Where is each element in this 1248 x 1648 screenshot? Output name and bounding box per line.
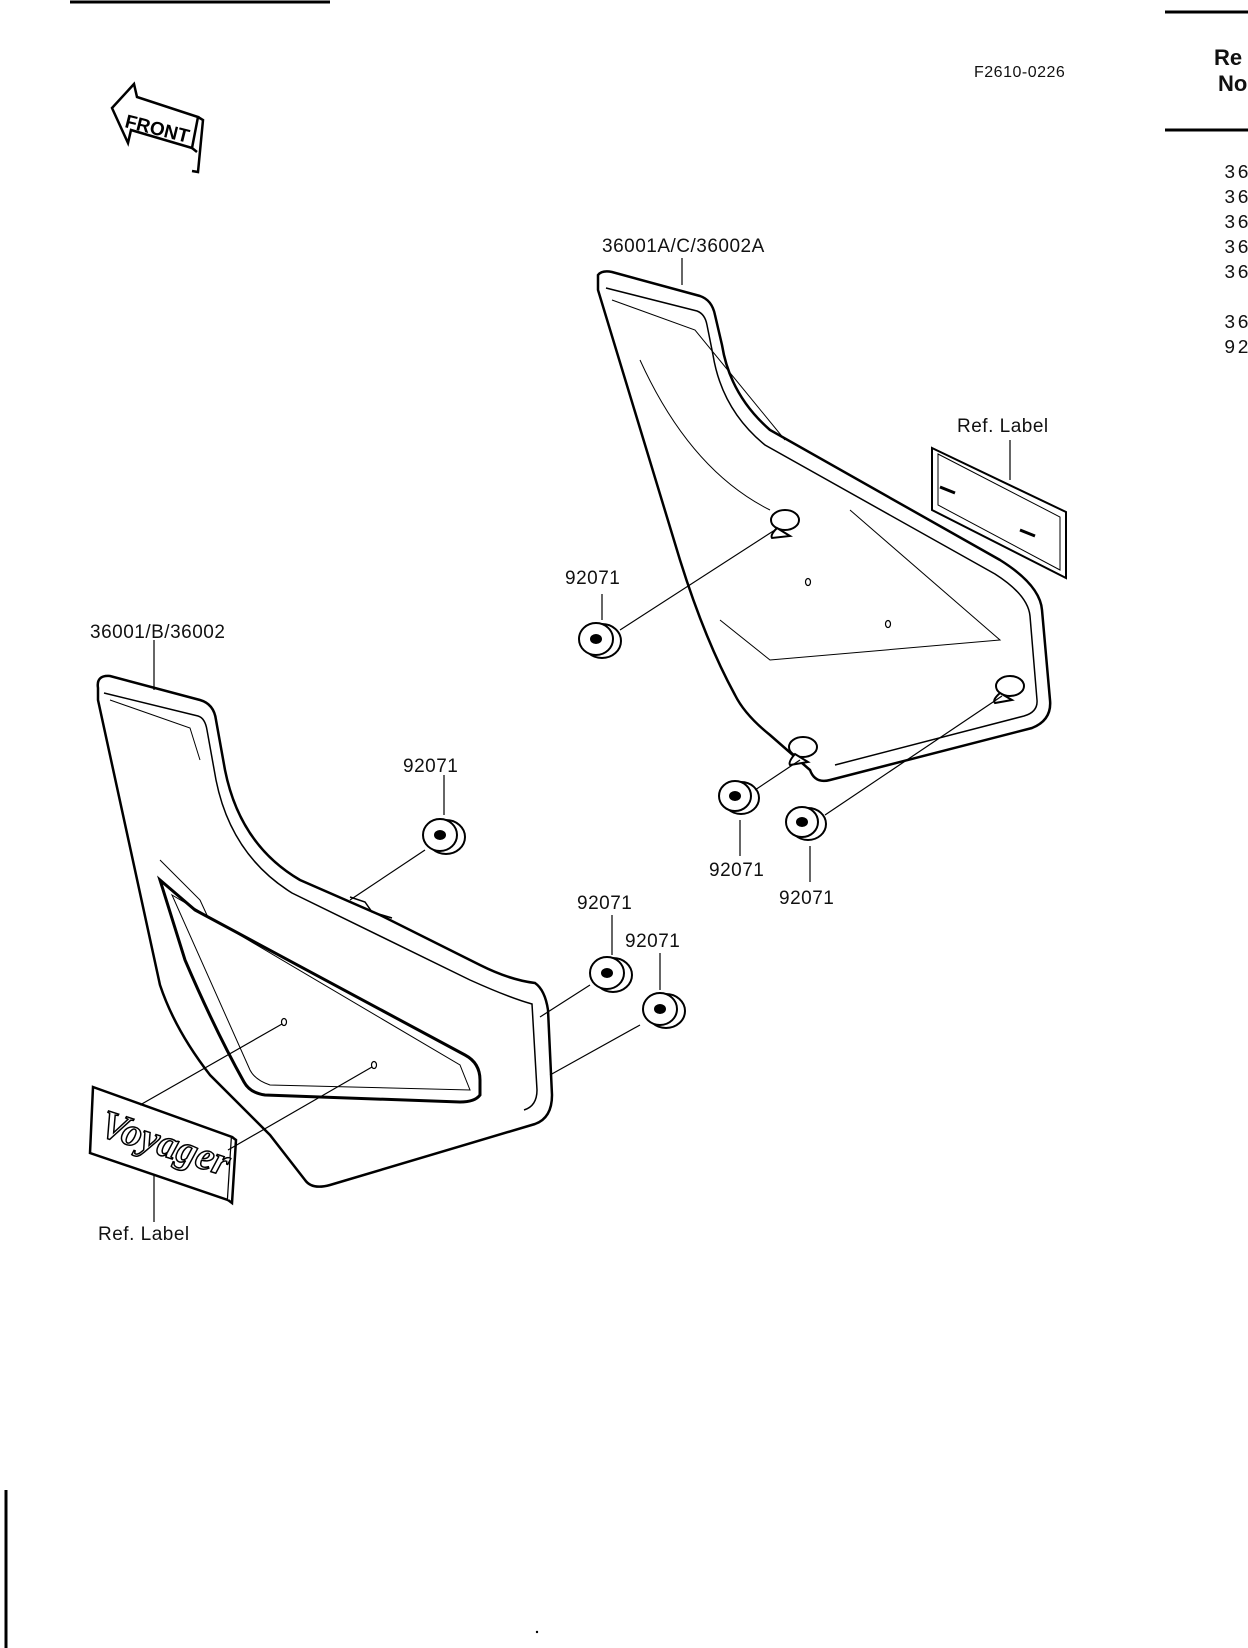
voyager-emblem-plate <box>88 1085 238 1206</box>
callout-right-cover: 36001A/C/36002A <box>602 236 765 257</box>
grommet-left-top <box>422 818 466 855</box>
callout-grommet-right-bottom-b: 92071 <box>779 888 835 909</box>
callout-grommet-right-top: 92071 <box>565 568 621 589</box>
callout-ref-label-right: Ref. Label <box>957 416 1049 437</box>
side-cover-left <box>96 674 554 1188</box>
side-table-row: 36 <box>1224 187 1248 209</box>
grommet-left-mid <box>589 956 633 993</box>
stray-mark <box>535 1630 539 1634</box>
grommet-right-bottom-b <box>785 806 827 841</box>
callout-grommet-left-top: 92071 <box>403 756 459 777</box>
callout-grommet-left-low: 92071 <box>625 931 681 952</box>
side-cover-right <box>596 270 1052 783</box>
grommet-right-bottom-a <box>718 780 760 815</box>
leader-lines <box>139 258 1011 1222</box>
side-table-row: 36 <box>1224 237 1248 259</box>
side-table-row: 92 <box>1224 337 1248 359</box>
ref-label-plate-right <box>931 446 1067 580</box>
callout-grommet-right-bottom-a: 92071 <box>709 860 765 881</box>
side-table-row: 36 <box>1224 262 1248 284</box>
callout-left-cover: 36001/B/36002 <box>90 622 226 643</box>
callout-ref-label-left: Ref. Label <box>98 1224 190 1245</box>
side-table-header-line1: Re <box>1214 45 1243 70</box>
figure-id: F2610-0226 <box>974 64 1066 81</box>
grommet-right-top <box>578 622 622 659</box>
callout-grommet-left-mid: 92071 <box>577 893 633 914</box>
grommet-left-low <box>642 992 686 1029</box>
side-table-row: 36 <box>1224 162 1248 184</box>
side-table-row: 36 <box>1224 312 1248 334</box>
side-table-row: 36 <box>1224 212 1248 234</box>
side-table-header-line2: No <box>1218 71 1248 96</box>
front-arrow-icon <box>110 81 205 174</box>
